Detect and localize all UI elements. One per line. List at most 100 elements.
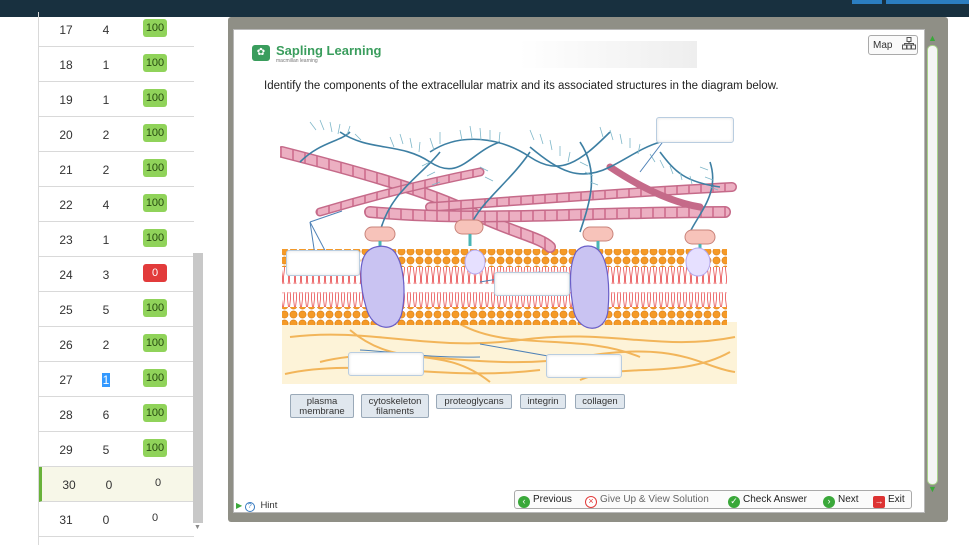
question-row[interactable]: 20 2 100 [39,117,194,152]
score-badge: 0 [154,477,162,489]
question-list-scrollbar[interactable] [193,253,203,523]
topbar-button-wide[interactable] [886,0,969,4]
map-button-label: Map [873,40,893,51]
question-number: 23 [59,233,73,247]
attempt-count: 0 [105,478,113,492]
give-up-button[interactable]: ×Give Up & View Solution [585,494,709,508]
map-button[interactable]: Map [868,35,918,55]
question-number: 27 [59,373,73,387]
expand-arrow-icon: ▶ [236,501,243,510]
question-row[interactable]: 24 3 0 [39,257,194,292]
question-row[interactable]: 21 2 100 [39,152,194,187]
check-answer-button[interactable]: ✓Check Answer [728,494,807,508]
attempt-count: 1 [102,58,110,72]
question-number: 31 [59,513,73,527]
attempt-count: 2 [102,128,110,142]
label-text-line: plasma [306,396,338,407]
question-row[interactable]: 18 1 100 [39,47,194,82]
logo-banner [251,41,697,68]
previous-label: Previous [533,494,572,505]
score-badge: 100 [143,229,167,247]
content-scrollbar[interactable] [927,45,938,485]
answer-dropzone-1[interactable] [656,117,734,143]
label-text-line: membrane [299,406,345,417]
attempt-count: 0 [102,513,110,527]
question-number: 20 [59,128,73,142]
score-badge: 100 [143,299,167,317]
hint-toggle[interactable]: ▶ ? Hint [236,500,277,512]
give-up-label: Give Up & View Solution [600,494,709,505]
selected-text: 1 [101,373,111,387]
topbar-button[interactable] [852,0,882,4]
scroll-down-arrow-icon[interactable]: ▼ [194,524,201,531]
question-row[interactable]: 28 6 100 [39,397,194,432]
label-integrin[interactable]: integrin [520,394,566,409]
score-badge: 100 [143,404,167,422]
attempt-count: 6 [102,408,110,422]
answer-dropzone-5[interactable] [546,354,622,378]
label-plasma-membrane[interactable]: plasma membrane [290,394,354,418]
next-button[interactable]: ›Next [823,494,859,508]
integrin-proteins [360,245,610,329]
attempt-count: 1 [91,373,121,387]
exit-button[interactable]: →Exit [873,494,905,508]
question-number: 18 [59,58,73,72]
score-badge: 0 [151,512,159,524]
question-number: 17 [59,23,73,37]
check-icon: ✓ [728,496,740,508]
answer-dropzone-4[interactable] [348,352,424,376]
question-number: 30 [62,478,76,492]
question-number: 24 [59,268,73,282]
attempt-count: 2 [102,163,110,177]
question-row[interactable]: 25 5 100 [39,292,194,327]
check-answer-label: Check Answer [743,494,807,505]
scroll-down-arrow-icon[interactable]: ▼ [928,484,937,494]
score-badge: 100 [143,54,167,72]
attempt-count: 5 [102,303,110,317]
score-badge: 100 [143,159,167,177]
score-badge: 100 [143,89,167,107]
question-actions-bar: ‹Previous ×Give Up & View Solution ✓Chec… [514,490,912,509]
label-proteoglycans[interactable]: proteoglycans [436,394,512,409]
exit-icon: → [873,496,885,508]
question-number: 21 [59,163,73,177]
question-number: 28 [59,408,73,422]
transmembrane-proteoglycans [464,247,711,277]
answer-dropzone-3[interactable] [494,272,570,296]
question-row[interactable]: 30 0 0 [39,467,194,502]
attempt-count: 5 [102,443,110,457]
question-number: 22 [59,198,73,212]
hint-label: Hint [260,500,278,511]
next-label: Next [838,494,859,505]
question-row[interactable]: 31 0 0 [39,502,194,537]
answer-dropzone-2[interactable] [286,250,360,276]
scroll-up-arrow-icon[interactable]: ▲ [928,33,937,43]
question-number: 25 [59,303,73,317]
brand-subtitle: macmillan learning [276,58,318,64]
question-row[interactable]: 27 1 100 [39,362,194,397]
label-cytoskeleton-filaments[interactable]: cytoskeleton filaments [361,394,429,418]
attempt-count: 2 [102,338,110,352]
question-number: 19 [59,93,73,107]
linker-proteins [364,219,716,245]
membrane-inner-heads [282,307,727,325]
give-up-icon: × [585,496,597,508]
attempt-count: 3 [102,268,110,282]
label-collagen[interactable]: collagen [575,394,625,409]
sapling-logo-icon: ✿ [252,45,270,61]
label-text-line: integrin [527,396,559,407]
label-text-line: collagen [582,396,618,407]
previous-button[interactable]: ‹Previous [518,494,572,508]
score-badge: 100 [143,369,167,387]
map-icon [902,37,916,50]
score-badge: 0 [143,264,167,282]
proteoglycan-bristles [309,119,719,191]
score-badge: 100 [143,124,167,142]
question-prompt: Identify the components of the extracell… [264,80,779,92]
